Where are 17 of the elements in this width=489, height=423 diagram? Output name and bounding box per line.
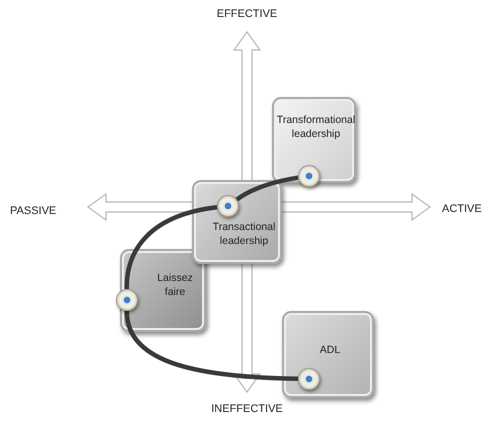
connector-dot [217,195,239,217]
axis-label: PASSIVE [10,205,56,217]
connector-dot [116,289,138,311]
curved-connector [124,205,218,290]
connector-dot [298,165,320,187]
connector-dot [298,368,320,390]
box-label: Laissez faire [156,271,194,300]
leadership-box [192,180,282,264]
curved-connector [124,310,298,381]
box-label: Transformational leadership [276,113,356,142]
curved-connector [236,175,298,202]
axis-label: ACTIVE [442,203,482,215]
box-label: ADL [318,343,342,358]
axis-label: INEFFECTIVE [211,403,283,415]
box-label: Transactional leadership [212,220,276,248]
axis-label: EFFECTIVE [216,8,278,20]
leadership-box [282,311,374,398]
